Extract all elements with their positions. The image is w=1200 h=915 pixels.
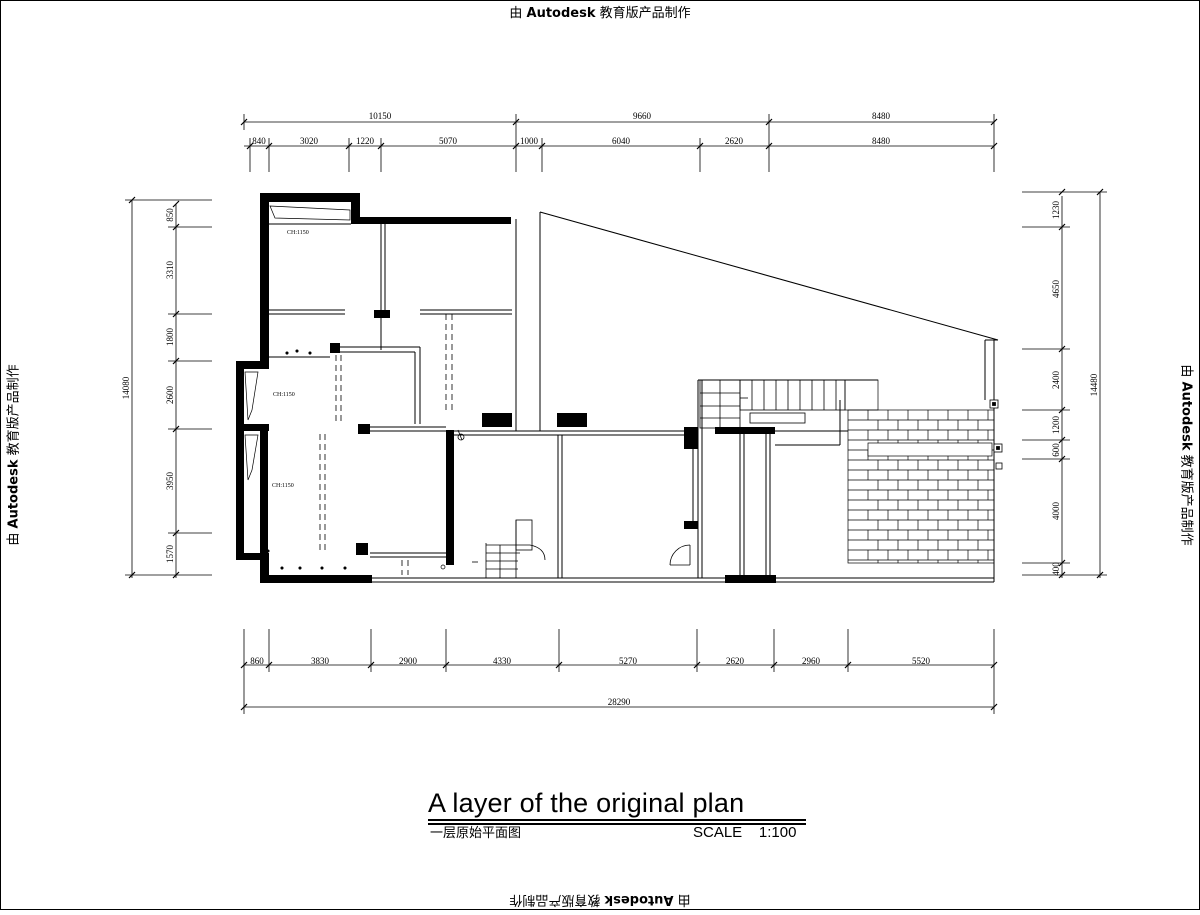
dim-top-detail-8: 8480 [872,136,891,146]
stair-east [699,379,846,429]
watermark-top: 由 Autodesk 教育版产品制作 [0,2,1200,21]
scale-value: 1:100 [758,824,797,841]
scale-label: SCALE [693,824,743,841]
drain-markers [989,399,1003,470]
bottom-dimensions [240,629,998,714]
dim-left-detail-5: 3950 [165,472,175,491]
dim-top-total-2: 9660 [633,111,652,121]
left-dimensions [125,196,212,579]
watermark-prefix: 由 [1178,364,1194,382]
dim-top-detail-2: 3020 [300,136,319,146]
dim-right-detail-4: 1200 [1051,416,1061,435]
right-dimensions [1022,188,1107,579]
dim-top-detail-3: 1220 [356,136,375,146]
watermark-suffix: 教育版产品制作 [509,892,605,907]
drawing-title: A layer of the original plan [428,788,745,818]
room-label-2: CH:1150 [273,392,295,398]
dim-top-detail-6: 6040 [612,136,631,146]
stair-west [472,519,546,578]
tiled-terrace [844,379,995,564]
drawing-subtitle: 一层原始平面图 [430,826,522,841]
watermark-suffix: 教育版产品制作 [6,364,22,460]
bottom-dimension-labels: 860 3830 2900 4330 5270 2620 2960 5520 2… [250,656,930,707]
dim-right-total: 14480 [1089,373,1099,396]
watermark-brand: Autodesk [526,6,596,21]
dim-bottom-detail-1: 860 [250,656,264,666]
drawing-scale: SCALE 1:100 [693,824,796,841]
watermark-brand: Autodesk [604,892,674,907]
dim-left-detail-1: 850 [165,208,175,222]
room-label-1: CH:1150 [287,230,309,236]
left-dimension-labels: 14080 850 3310 1800 2600 3950 1570 [121,208,175,563]
dim-right-detail-1: 1230 [1051,201,1061,220]
fixtures [244,205,446,570]
plan-walls [236,193,999,583]
dim-right-detail-7: 400 [1051,562,1061,576]
dim-right-detail-3: 2400 [1051,371,1061,390]
dim-left-detail-2: 3310 [165,261,175,280]
watermark-suffix: 教育版产品制作 [595,6,691,21]
dim-bottom-detail-6: 2620 [726,656,745,666]
watermark-left: 由 Autodesk 教育版产品制作 [3,364,22,545]
dim-left-detail-4: 2600 [165,386,175,405]
room-labels: CH:1150 CH:1150 CH:1150 [272,230,309,489]
title-underline-2 [428,823,806,825]
dim-left-detail-6: 1570 [165,545,175,564]
dim-right-detail-6: 4000 [1051,502,1061,521]
watermark-brand: Autodesk [6,459,22,529]
dim-top-detail-7: 2620 [725,136,744,146]
dim-top-detail-5: 1000 [520,136,539,146]
watermark-bottom: 由 Autodesk 教育版产品制作 [0,892,1200,911]
dim-bottom-detail-7: 2960 [802,656,821,666]
dim-top-detail-4: 5070 [439,136,458,146]
dim-bottom-total: 28290 [608,697,631,707]
room-label-3: CH:1150 [272,483,294,489]
dim-left-total: 14080 [121,376,131,399]
right-dimension-labels: 14480 1230 4650 2400 1200 600 4000 400 [1051,201,1099,576]
watermark-right: 由 Autodesk 教育版产品制作 [1179,364,1198,545]
watermark-prefix: 由 [673,892,691,907]
dim-right-detail-2: 4650 [1051,280,1061,299]
top-dimension-labels: 10150 9660 8480 840 3020 1220 5070 1000 … [252,111,890,146]
dim-bottom-detail-2: 3830 [311,656,330,666]
dim-bottom-detail-8: 5520 [912,656,931,666]
dim-bottom-detail-3: 2900 [399,656,418,666]
watermark-brand: Autodesk [1178,381,1194,451]
dim-bottom-detail-5: 5270 [619,656,638,666]
watermark-suffix: 教育版产品制作 [1178,450,1194,546]
dim-top-detail-1: 840 [252,136,266,146]
dim-right-detail-5: 600 [1051,443,1061,457]
dim-left-detail-3: 1800 [165,328,175,347]
dim-top-total-3: 8480 [872,111,891,121]
watermark-prefix: 由 [6,528,22,546]
dim-bottom-detail-4: 4330 [493,656,512,666]
title-underline-1 [428,819,806,821]
watermark-prefix: 由 [509,6,527,21]
dim-top-total-1: 10150 [369,111,392,121]
doors [457,397,748,566]
top-dimensions [240,114,998,172]
